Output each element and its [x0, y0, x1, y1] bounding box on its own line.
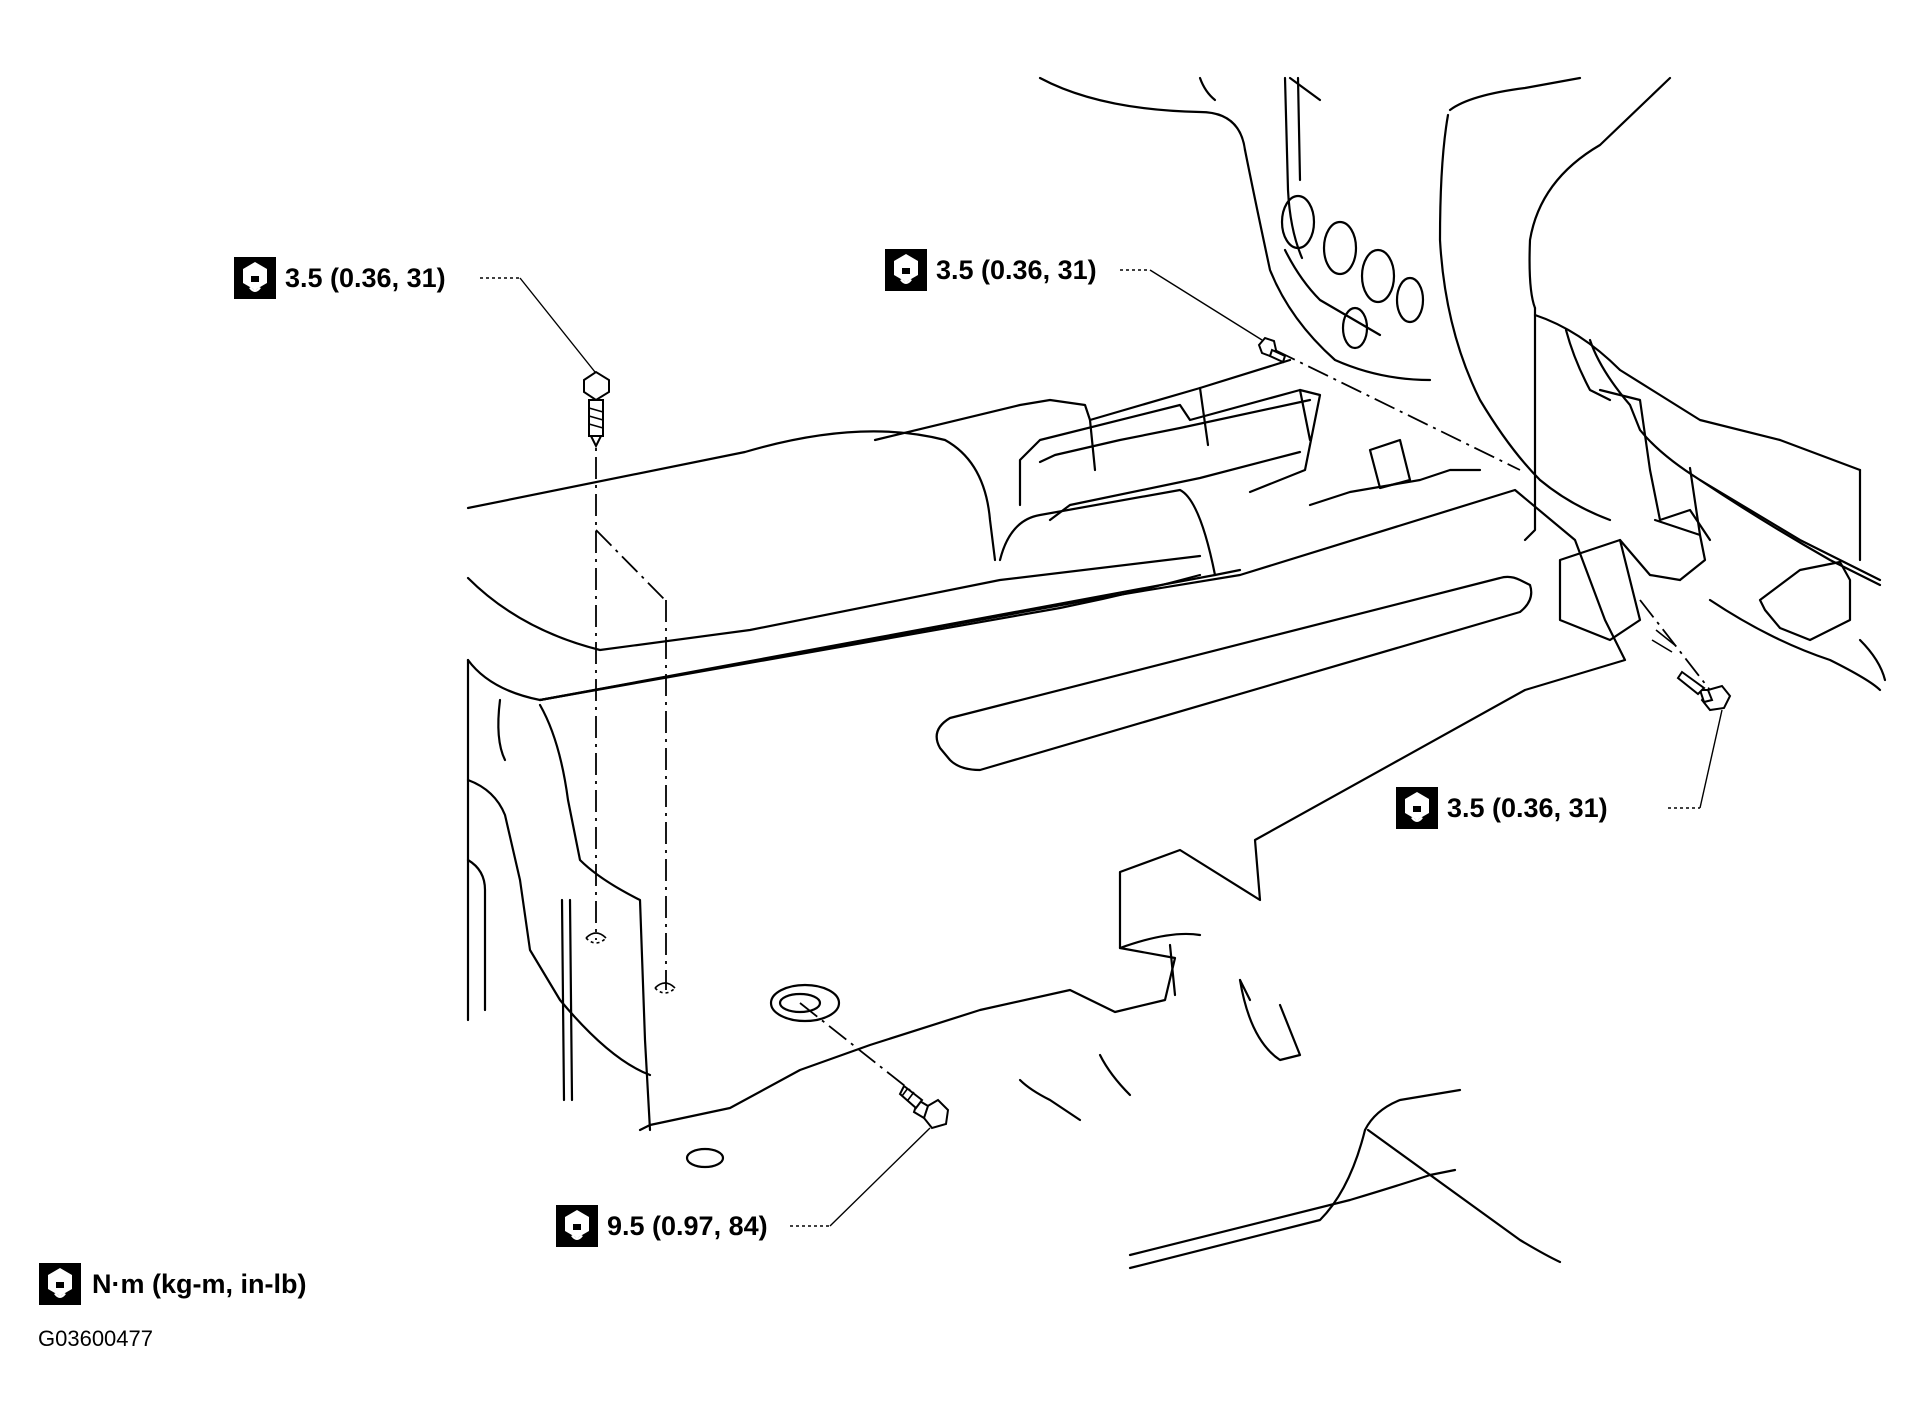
torque-wrench-icon: [556, 1205, 598, 1247]
shifter-tray: [873, 358, 1482, 577]
bolt-top-center: [1257, 336, 1287, 364]
torque-wrench-icon: [234, 257, 276, 299]
torque-wrench-icon: [885, 249, 927, 291]
figure-id: G03600477: [38, 1326, 153, 1351]
screw-top-left: [583, 370, 610, 449]
console-side-panel: [466, 488, 1627, 1132]
console-armrest: [466, 430, 1242, 1022]
torque-wrench-icon: [39, 1263, 81, 1305]
torque-wrench-icon: [1396, 787, 1438, 829]
torque-value: 3.5 (0.36, 31): [1447, 792, 1608, 823]
torque-value: 3.5 (0.36, 31): [285, 262, 446, 293]
torque-value: 9.5 (0.97, 84): [607, 1210, 768, 1241]
torque-callout-bolt-bottom: 9.5 (0.97, 84): [555, 1202, 768, 1250]
torque-callout-bolt-top-center: 3.5 (0.36, 31): [884, 246, 1097, 294]
leader-lines: [480, 269, 1723, 1227]
units-legend-text: N·m (kg-m, in-lb): [92, 1268, 307, 1299]
torque-callout-bolt-right: 3.5 (0.36, 31): [1395, 784, 1608, 832]
instrument-panel: [1038, 76, 1887, 692]
control-knobs: [1280, 194, 1425, 350]
mounting-holes: [585, 932, 841, 1023]
floor-panel: [685, 932, 1562, 1270]
units-legend: N·m (kg-m, in-lb): [38, 1262, 306, 1306]
torque-callout-screw-top-left: 3.5 (0.36, 31): [233, 254, 446, 302]
torque-value: 3.5 (0.36, 31): [936, 254, 1097, 285]
bolt-right: [1651, 629, 1732, 712]
bolt-bottom: [898, 1084, 950, 1130]
